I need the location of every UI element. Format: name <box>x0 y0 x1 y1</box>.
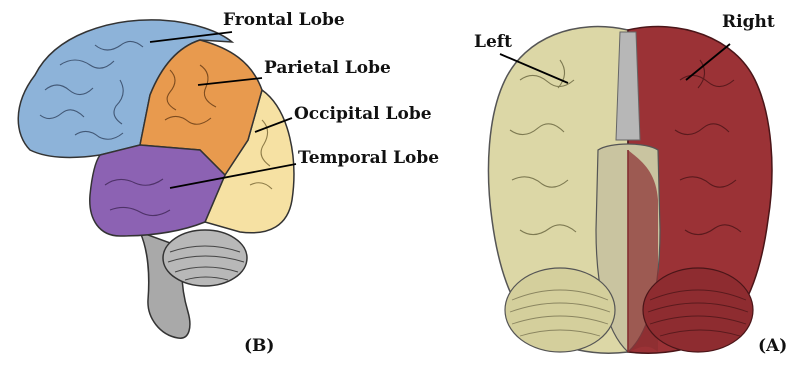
left-hemisphere-label: Left <box>474 32 512 52</box>
left-cerebellum <box>505 268 615 352</box>
right-cerebellum <box>643 268 753 352</box>
ventral-brain-diagram <box>488 27 771 354</box>
frontal-lobe-label: Frontal Lobe <box>223 10 345 30</box>
midline-fissure <box>616 32 640 140</box>
panel-a-label: (A) <box>758 336 787 356</box>
parietal-lobe-label: Parietal Lobe <box>264 58 391 78</box>
occipital-lobe-label: Occipital Lobe <box>294 104 432 124</box>
right-hemisphere-label: Right <box>722 12 775 32</box>
lateral-brain-diagram <box>18 20 294 338</box>
panel-b-label: (B) <box>244 336 274 356</box>
temporal-lobe-label: Temporal Lobe <box>298 148 439 168</box>
temporal-lobe <box>90 145 225 236</box>
cerebellum <box>163 230 247 286</box>
